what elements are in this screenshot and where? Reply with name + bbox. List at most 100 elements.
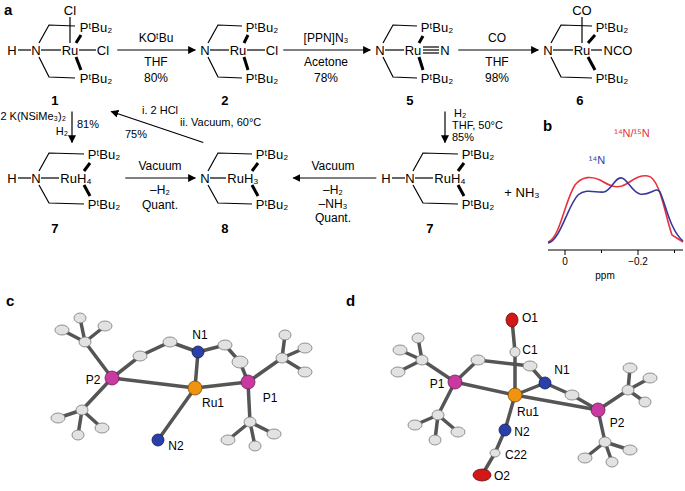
condition-label: –H₂ <box>323 184 343 196</box>
atom-label: PᵗBu₂ <box>256 148 288 161</box>
panel-letter: a <box>4 2 12 17</box>
reaction-arrow <box>293 177 376 178</box>
panel-letter: c <box>6 293 14 308</box>
nmr-plot <box>548 176 683 255</box>
yield-label: Quant. <box>315 212 351 224</box>
atom-label: C1 <box>522 344 537 356</box>
yield-label: Quant. <box>142 199 178 211</box>
yield-label: 75% <box>125 129 147 140</box>
compound-structure: PᵗBu₂ N Ru N PᵗBu₂ 5 <box>372 18 456 110</box>
compound-number: 6 <box>576 94 583 107</box>
reaction-arrow <box>444 112 445 143</box>
atom-label: PᵗBu₂ <box>88 148 120 161</box>
atom-label: Ru <box>230 44 247 57</box>
reaction-arrow <box>71 112 72 143</box>
compound-structure: ClPᵗBu₂HNRuClPᵗBu₂1 <box>4 1 115 110</box>
bond-lines <box>18 17 602 204</box>
atom-label: PᵗBu₂ <box>256 198 288 211</box>
axis-tick-label: 0 <box>562 257 568 267</box>
atom-label: Cl <box>97 44 109 57</box>
reaction-arrow <box>117 49 195 50</box>
atom-label: N1 <box>554 364 569 376</box>
atom-label: H <box>7 44 16 57</box>
atom-label: H <box>381 172 390 185</box>
atom-label: N <box>31 172 40 185</box>
atom-label: PᵗBu₂ <box>462 148 494 161</box>
crystal-structure <box>51 313 312 451</box>
yield-label: 78% <box>314 72 338 84</box>
crystal-structure <box>391 313 657 481</box>
atom-label: N <box>31 44 40 57</box>
panel-letter: d <box>346 293 355 308</box>
atom-label: PᵗBu₂ <box>421 72 453 85</box>
atom-label: Ru <box>405 44 422 57</box>
atom-label: RuH₃ <box>227 172 258 185</box>
reagent-label: Vacuum <box>136 160 183 172</box>
condition-label: ii. Vacuum, 60°C <box>180 117 261 128</box>
compound-structure: PᵗBu₂HNRuH₄PᵗBu₂7 <box>4 145 123 238</box>
series-label: ¹⁴N <box>589 155 605 166</box>
axis-title: ppm <box>595 271 614 281</box>
atom-label: PᵗBu₂ <box>596 72 628 85</box>
compound-number: 5 <box>406 94 413 107</box>
atom-label: PᵗBu₂ <box>80 21 112 34</box>
reagent-label: [PPN]N₃ <box>302 32 351 44</box>
reagent-label: 2 K(NSiMe₃)₂ <box>0 111 68 122</box>
reaction-arrow <box>283 49 370 50</box>
condition-label: THF <box>485 56 508 68</box>
axis-tick-label: −0.2 <box>628 257 648 267</box>
atom-label: N <box>200 172 209 185</box>
atom-label: N <box>375 44 384 57</box>
panel-letter: b <box>543 118 552 133</box>
reaction-arrow <box>125 177 195 178</box>
yield-label: 98% <box>485 72 509 84</box>
compound-number: 1 <box>51 94 58 107</box>
atom-label: H <box>7 172 16 185</box>
reagent-label: H₂ <box>452 108 468 119</box>
compound-number: 7 <box>51 222 58 235</box>
atom-label: CO <box>572 4 592 17</box>
atom-label: PᵗBu₂ <box>421 21 453 34</box>
yield-label: 85% <box>452 132 474 143</box>
atom-label: PᵗBu₂ <box>246 72 278 85</box>
yield-label: 80% <box>144 72 168 84</box>
compound-structure: COPᵗBu₂NRuNCOPᵗBu₂6 <box>540 1 635 110</box>
atom-label: Ru1 <box>202 397 224 409</box>
reaction-arrow <box>458 49 538 50</box>
reagent-label: KOᵗBu <box>137 32 176 44</box>
atom-label: RuH₄ <box>434 172 465 185</box>
byproduct-label: + NH₃ <box>504 186 539 199</box>
compound-structure: PᵗBu₂ H N RuH₄ PᵗBu₂ 7 <box>378 145 497 238</box>
atom-label: N2 <box>514 426 529 438</box>
atom-label: N <box>405 172 414 185</box>
atom-label: Ru <box>62 44 79 57</box>
atom-label: O2 <box>494 470 510 482</box>
atom-label: PᵗBu₂ <box>88 198 120 211</box>
atom-label: N1 <box>192 329 207 341</box>
atom-label: N <box>440 44 449 57</box>
reagent-label: CO <box>486 32 508 44</box>
atom-label: C22 <box>505 449 527 461</box>
atom-label: N <box>200 44 209 57</box>
reagent-label: i. 2 HCl <box>140 105 180 116</box>
atom-label: PᵗBu₂ <box>246 21 278 34</box>
yield-label: 81% <box>77 119 99 130</box>
atom-label: PᵗBu₂ <box>596 21 628 34</box>
compound-structure: PᵗBu₂NRuClPᵗBu₂2 <box>197 18 281 110</box>
atom-label: P2 <box>86 374 101 386</box>
atom-label: O1 <box>522 312 538 324</box>
reagent-label: Vacuum <box>309 160 356 172</box>
compound-structure: PᵗBu₂ N RuH₃ PᵗBu₂ 8 <box>197 145 291 238</box>
compound-number: 7 <box>426 222 433 235</box>
condition-label: –H₂ <box>150 184 170 196</box>
atom-label: Cl <box>64 4 76 17</box>
atom-label: Cl <box>266 44 278 57</box>
compound-number: 2 <box>221 94 228 107</box>
atom-label: N2 <box>168 440 183 452</box>
atom-label: Ru1 <box>517 406 539 418</box>
atom-label: Ru <box>574 44 591 57</box>
atom-label: PᵗBu₂ <box>462 198 494 211</box>
condition-label: THF, 50°C <box>452 120 503 131</box>
compound-number: 8 <box>221 222 228 235</box>
atom-label: P2 <box>610 417 625 429</box>
